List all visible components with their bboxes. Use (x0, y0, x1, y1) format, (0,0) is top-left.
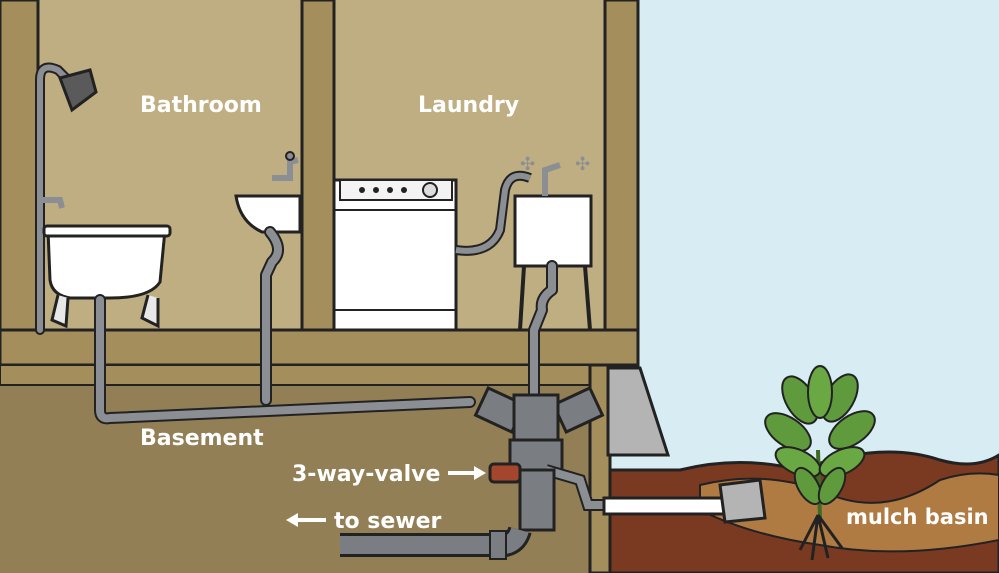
bathtub-icon (42, 224, 172, 329)
label-sewer: to sewer (334, 509, 442, 534)
center-wall-post (300, 0, 336, 367)
svg-text:✣: ✣ (575, 154, 590, 175)
arrow-left-icon (286, 513, 326, 527)
washing-machine-icon (332, 178, 458, 332)
plant-roots (798, 514, 844, 561)
right-wall-post (603, 0, 640, 372)
showerhead-icon (58, 68, 98, 113)
svg-text:✣: ✣ (520, 154, 535, 175)
label-bathroom: Bathroom (140, 93, 262, 118)
shower-fixture (35, 62, 98, 335)
drain-pipes (94, 226, 558, 425)
outlet-shield (718, 478, 767, 524)
label-basement: Basement (140, 426, 264, 451)
label-laundry: Laundry (418, 93, 519, 118)
sink-icon (234, 151, 302, 234)
valve-handle (488, 462, 522, 484)
three-way-valve-icon (340, 385, 610, 560)
concrete-footing (606, 366, 671, 457)
label-valve: 3-way-valve (292, 462, 440, 487)
left-wall-post (0, 0, 40, 362)
basement-ceiling (0, 364, 606, 386)
plant-icon (764, 365, 876, 561)
arrow-right-icon (448, 466, 486, 480)
laundry-tub-icon: ✣ ✣ (513, 154, 593, 331)
outlet-pipe (602, 496, 734, 516)
label-mulch-basin: mulch basin (846, 505, 989, 529)
